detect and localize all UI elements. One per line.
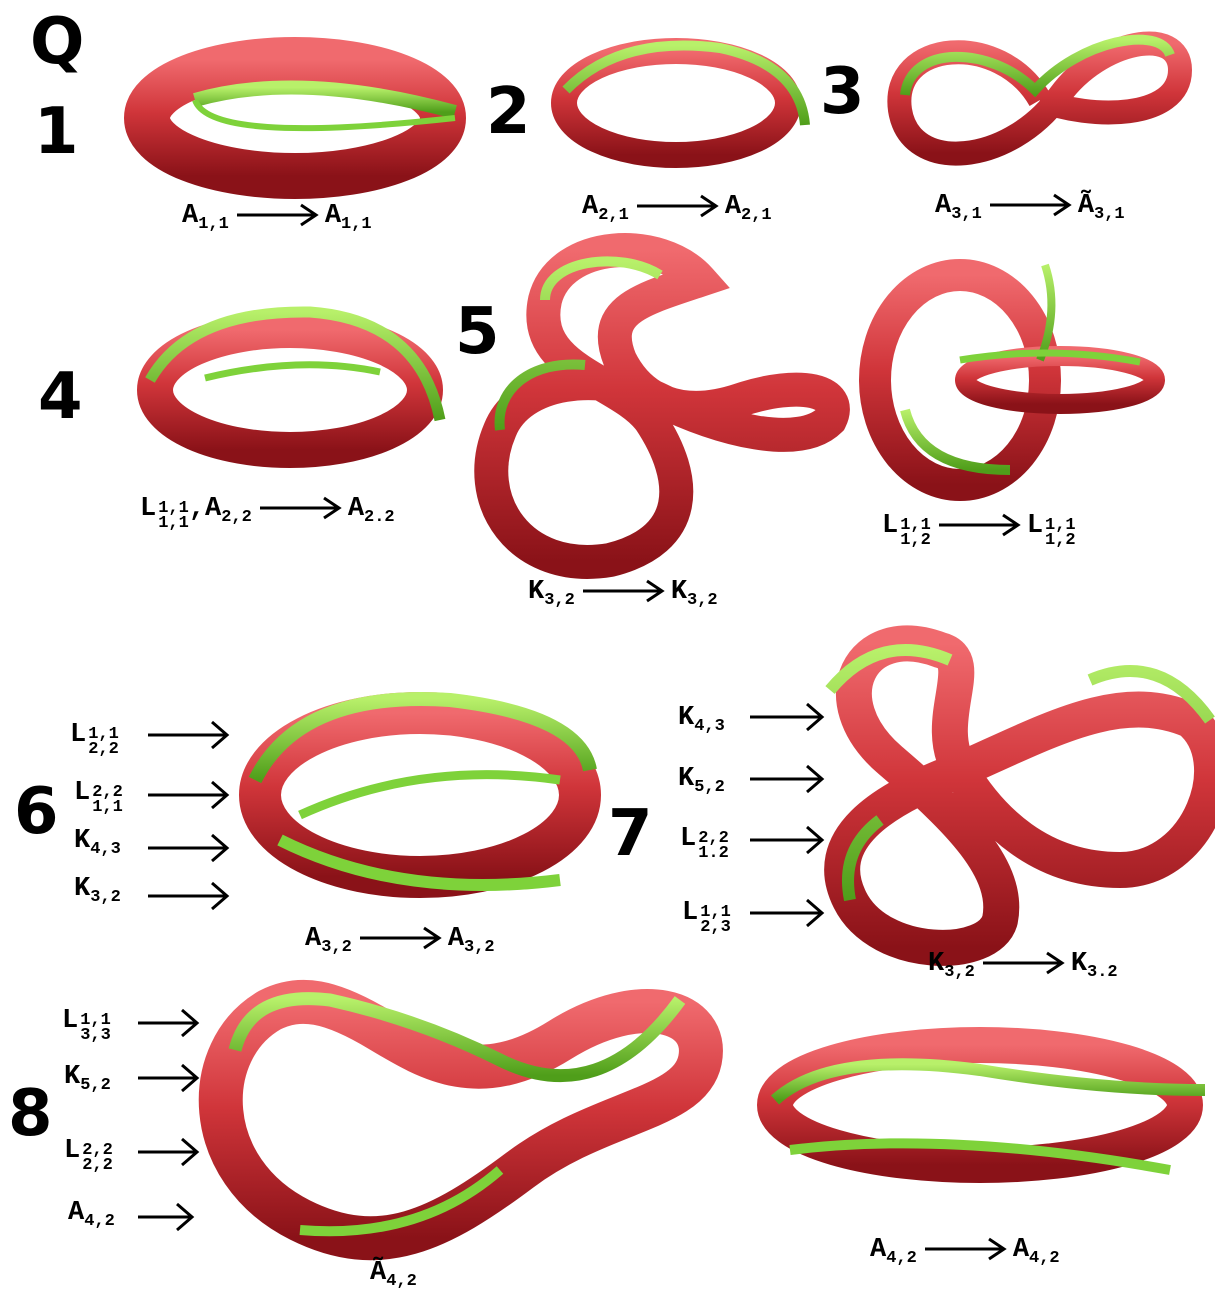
label-subscript: 3,2 (321, 938, 352, 957)
knot-panel-4 (150, 312, 440, 450)
input-label-6-4: K3,2 (74, 876, 121, 906)
label-subscript: 4,2 (886, 1249, 917, 1268)
arrow-icon (988, 192, 1072, 218)
arrow-icon (258, 495, 342, 521)
label-base: A (182, 201, 198, 231)
label-subscript: 3,1 (1094, 205, 1125, 224)
input-label-7-1: K4,3 (678, 705, 725, 735)
knot-panel-8-left (221, 999, 701, 1239)
arrow-icon (937, 512, 1021, 538)
knot-panel-5 (491, 250, 833, 562)
middle-label-8: Ã4,2 (370, 1260, 417, 1290)
label-base: L (140, 494, 156, 524)
label-base: A (305, 924, 321, 954)
arrow-icon (923, 1236, 1007, 1262)
label-subscript: 4,2 (1029, 1249, 1060, 1268)
arrow-icon (635, 193, 719, 219)
label-subscript: 1,1 (158, 516, 189, 531)
label-base: A (870, 1235, 886, 1265)
knot-panel-6 (255, 699, 590, 885)
arrow-icon (581, 578, 665, 604)
panel-label-1: 1 (34, 100, 79, 164)
label-subscript: 4,2 (386, 1272, 417, 1291)
label-subscript: 3.2 (1087, 963, 1118, 982)
label-subscript: 2,2 (221, 508, 252, 527)
label-base: L (1027, 511, 1043, 541)
arrow-icon (981, 950, 1065, 976)
panel-label-6: 6 (14, 780, 59, 844)
label-base: A (448, 924, 464, 954)
label-base: Ã (370, 1258, 386, 1288)
input-label-8-2: K5,2 (64, 1064, 111, 1094)
knot-panel-1 (147, 60, 455, 176)
label-base: K (671, 577, 687, 607)
label-subscript: 3,2 (944, 963, 975, 982)
label-base: A (348, 494, 364, 524)
label-base: K (1071, 949, 1087, 979)
knot-panel-3 (899, 40, 1180, 154)
label-base: A (582, 192, 598, 222)
label-base: Ã (1078, 191, 1094, 221)
label-subscript: 1,2 (900, 533, 931, 548)
arrow-icon (235, 202, 319, 228)
label-subscript: 2.2 (364, 508, 395, 527)
label-base: L (882, 511, 898, 541)
label-base: K (928, 949, 944, 979)
label-subscript: 1,1 (341, 215, 372, 234)
panel-label-3: 3 (820, 60, 865, 124)
input-label-7-2: K5,2 (678, 766, 725, 796)
label-base: A (1013, 1235, 1029, 1265)
input-label-6-3: K4,3 (74, 828, 121, 858)
label-base: ,A (189, 494, 221, 524)
label-subscript: 1,1 (198, 215, 229, 234)
label-subscript: 2,1 (598, 206, 629, 225)
knot-panel-7 (830, 643, 1212, 947)
label-base: A (325, 201, 341, 231)
knot-panel-2 (564, 46, 805, 155)
knot-panel-8-right (775, 1045, 1205, 1170)
arrow-icon (358, 925, 442, 951)
label-subscript: 3,2 (464, 938, 495, 957)
label-base: K (528, 577, 544, 607)
panel-label-5: 5 (455, 300, 500, 364)
panel-label-2: 2 (486, 80, 531, 144)
knot-panel-5b (875, 265, 1155, 485)
label-subscript: 2,1 (741, 206, 772, 225)
label-subscript: 3,2 (687, 591, 718, 610)
label-subscript: 3,1 (951, 205, 982, 224)
panel-label-4: 4 (38, 365, 83, 429)
label-base: A (725, 192, 741, 222)
label-base: A (935, 191, 951, 221)
label-subscript: 3,2 (544, 591, 575, 610)
input-label-8-4: A4,2 (68, 1200, 115, 1230)
panel-label-8: 8 (8, 1082, 53, 1146)
panel-label-7: 7 (608, 802, 653, 866)
label-subscript: 1,2 (1045, 533, 1076, 548)
panel-label-q: Q (30, 10, 84, 74)
